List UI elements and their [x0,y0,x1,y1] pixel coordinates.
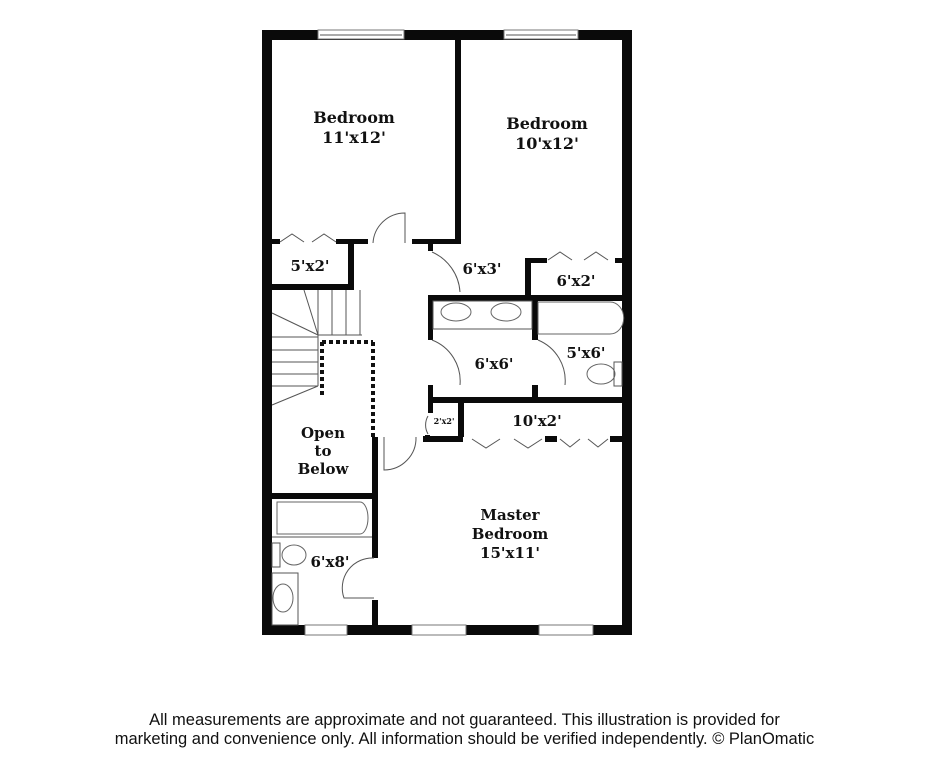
room-size-closet-2: 6'x2' [556,272,595,290]
doors [341,212,566,599]
room-labels: Bedroom 11'x12' Bedroom 10'x12' 5'x2' 6'… [290,108,605,571]
room-size-bedroom-1: 11'x12' [322,128,386,147]
room-size-linen: 2'x2' [434,416,455,426]
bathroom-fixtures [271,300,625,626]
room-size-bath-vanity: 6'x6' [474,355,513,373]
disclaimer-line-1: All measurements are approximate and not… [149,711,780,729]
master-bedroom-line1: Master [480,506,540,524]
room-size-master-bath: 6'x8' [310,553,349,571]
room-label-bedroom-1: Bedroom [313,108,395,127]
room-size-master-closet: 10'x2' [512,412,561,430]
room-size-bedroom-2: 10'x12' [515,134,579,153]
interior-walls [272,40,622,625]
disclaimer: All measurements are approximate and not… [0,711,929,749]
room-label-bedroom-2: Bedroom [506,114,588,133]
open-to-below-line2: to [315,442,332,460]
open-to-below-line3: Below [298,460,350,478]
windows [304,29,594,636]
staircase [271,289,375,437]
room-size-closet-1: 5'x2' [290,257,329,275]
room-size-master-bedroom: 15'x11' [480,544,540,562]
open-to-below-line1: Open [301,424,345,442]
master-bedroom-line2: Bedroom [472,525,549,543]
closet-bifold-doors [279,233,609,449]
disclaimer-line-2: marketing and convenience only. All info… [114,730,815,748]
room-size-hall-closet: 6'x3' [462,260,501,278]
room-size-bath-2: 5'x6' [566,344,605,362]
